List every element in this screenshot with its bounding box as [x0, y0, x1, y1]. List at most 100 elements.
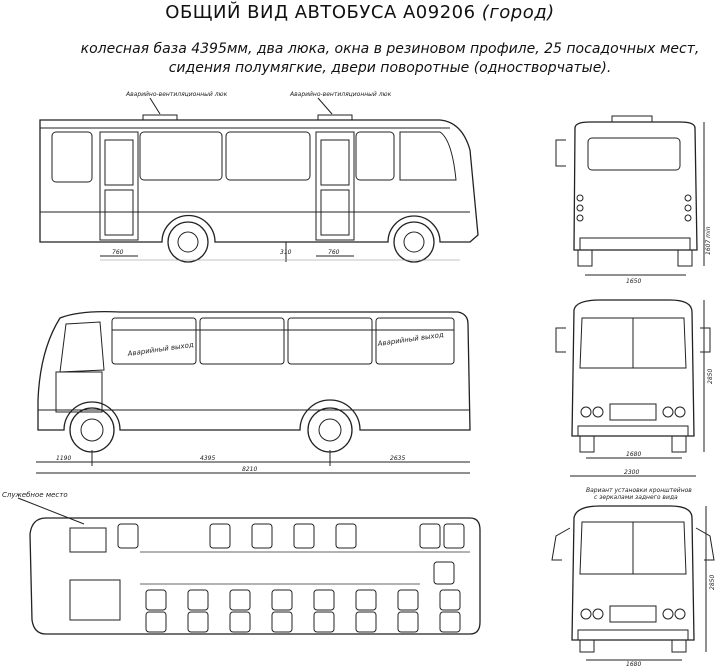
- seat: [419, 523, 441, 549]
- rear-body-outline: [573, 121, 698, 251]
- roof-hatch: [317, 114, 353, 121]
- rear-lamp: [576, 204, 584, 212]
- seat: [145, 611, 167, 633]
- rear-view-labels: 1650 1607 min: [626, 226, 712, 285]
- wheel-hub: [403, 231, 425, 253]
- seat: [439, 589, 461, 611]
- rear-view: [555, 115, 705, 276]
- window: [287, 317, 373, 365]
- front-bumper: [577, 629, 689, 641]
- door: [99, 131, 139, 241]
- window: [111, 317, 197, 365]
- dim-front-height: 2850: [707, 369, 714, 384]
- front-body-outline-2: [571, 505, 695, 641]
- mirror: [555, 327, 566, 353]
- windshield-2: [579, 521, 687, 575]
- roof-hatch: [142, 114, 178, 121]
- window: [225, 131, 311, 181]
- service-seat-label: Служебное место: [2, 491, 68, 499]
- subtitle-line-2: сидения полумягкие, двери поворотные (од…: [168, 60, 612, 76]
- seat: [313, 589, 335, 611]
- headlight: [580, 406, 592, 418]
- window: [51, 131, 93, 183]
- wheel: [307, 407, 353, 453]
- window: [355, 131, 395, 181]
- dim-front-track: 1680: [626, 451, 641, 458]
- seat: [271, 589, 293, 611]
- headlight: [662, 608, 674, 620]
- seat: [187, 611, 209, 633]
- window: [375, 317, 455, 365]
- headlight: [674, 608, 686, 620]
- rear-roof-hatch: [611, 115, 653, 123]
- driver-seat: [69, 527, 107, 553]
- window: [399, 131, 457, 181]
- seat: [313, 611, 335, 633]
- front-view-mirrors-labels: Вариант установки кронштейнов с зеркалам…: [586, 487, 716, 668]
- dim-front-width: 2300: [624, 469, 639, 476]
- seat: [433, 561, 455, 585]
- dim-door-1: 760: [112, 249, 124, 256]
- front-body-outline: [571, 299, 695, 437]
- door: [315, 131, 355, 241]
- title-main: ОБЩИЙ ВИД АВТОБУСА А09206: [165, 2, 476, 23]
- rear-bumper: [579, 237, 691, 251]
- dim-rear-track: 1650: [626, 278, 641, 285]
- seat: [145, 589, 167, 611]
- wheel: [69, 407, 115, 453]
- rear-mirror: [555, 139, 566, 167]
- driver-door: [55, 371, 103, 413]
- front-wheel: [671, 435, 687, 453]
- dim-total-length: 8210: [242, 466, 257, 473]
- wheel-hub: [80, 418, 104, 442]
- plan-view-labels: Служебное место: [2, 491, 68, 499]
- dim-wheelbase: 4395: [200, 455, 215, 462]
- subtitle-line-1: колесная база 4395мм, два люка, окна в р…: [80, 41, 700, 57]
- door-window: [104, 139, 134, 186]
- dim-door-2: 760: [328, 249, 340, 256]
- headlight: [662, 406, 674, 418]
- front-view-labels: 1680 2300 2850: [624, 369, 714, 476]
- rear-lamp: [684, 194, 692, 202]
- front-grille: [609, 605, 657, 623]
- mirror-note-line-2: с зеркалами заднего вида: [594, 494, 678, 501]
- plan-view: [17, 497, 481, 635]
- windshield-side: [59, 321, 105, 373]
- rear-lamp: [684, 214, 692, 222]
- emergency-exit-right: Аварийный выход: [376, 331, 444, 348]
- headlight: [674, 406, 686, 418]
- wheel: [393, 221, 435, 263]
- front-bumper: [577, 425, 689, 437]
- seat: [397, 611, 419, 633]
- seat: [355, 611, 377, 633]
- dim-track-2: 1680: [626, 661, 641, 668]
- front-wheel: [671, 639, 687, 653]
- mirror: [700, 327, 711, 353]
- headlight: [580, 608, 592, 620]
- service-area: [69, 579, 121, 621]
- plan-body-outline: [29, 517, 481, 635]
- front-wheel: [579, 639, 595, 653]
- seat: [293, 523, 315, 549]
- seat: [229, 589, 251, 611]
- front-wheel: [579, 435, 595, 453]
- seat: [209, 523, 231, 549]
- wheel: [167, 221, 209, 263]
- headlight: [592, 608, 604, 620]
- door-window: [320, 139, 350, 186]
- window: [199, 317, 285, 365]
- side-view-right-labels: Аварийно-вентиляционный люк Аварийно-вен…: [112, 91, 392, 256]
- side-view-right: [39, 114, 479, 263]
- window: [139, 131, 223, 181]
- seat: [271, 611, 293, 633]
- bus-body-outline: [39, 119, 479, 243]
- rear-lamp: [576, 194, 584, 202]
- rear-window: [587, 137, 681, 171]
- mirror-bracket: [695, 527, 715, 561]
- wheel-hub: [318, 418, 342, 442]
- hatch-label-right: Аварийно-вентиляционный люк: [289, 91, 392, 98]
- dim-step: 310: [280, 249, 292, 256]
- rear-wheel: [577, 249, 593, 267]
- dim-rear-height: 1607 min: [705, 226, 712, 255]
